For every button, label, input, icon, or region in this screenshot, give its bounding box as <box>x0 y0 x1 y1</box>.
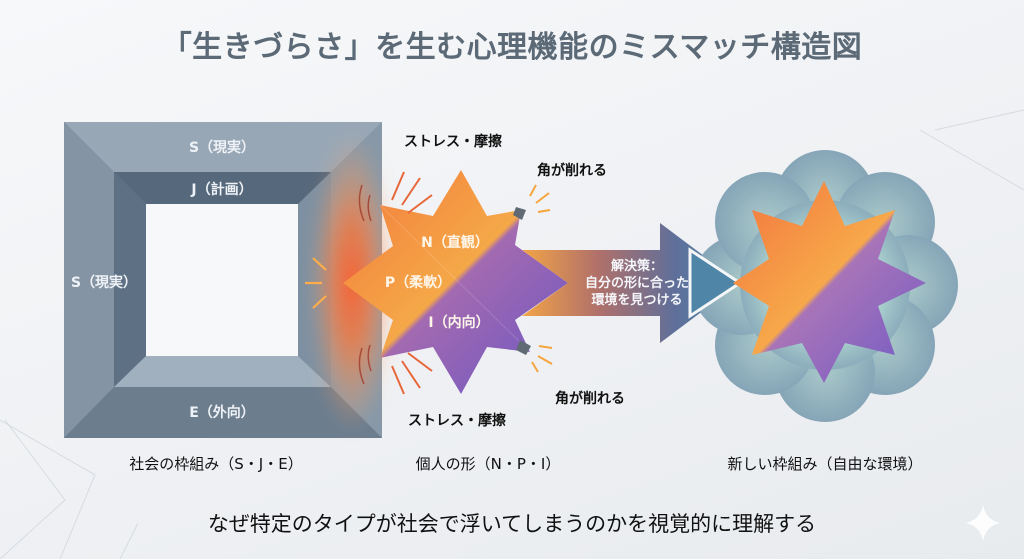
chip-marks-bottom <box>516 340 553 373</box>
diagram-subtitle: なぜ特定のタイプが社会で浮いてしまうのかを視覚的に理解する <box>207 512 817 536</box>
solution-line-2: 自分の形に合った <box>584 276 690 291</box>
stress-lines-bottom <box>391 352 433 395</box>
caption-individual: 個人の形（N・P・I） <box>415 455 561 473</box>
solution-arrow <box>522 223 740 343</box>
friction-marks <box>358 184 372 385</box>
arrow-tip-overlap <box>688 247 743 319</box>
corner-label-top: 角が削れる <box>537 163 607 179</box>
stress-lines-top <box>391 171 433 214</box>
background-lines <box>0 109 1024 559</box>
frame-left-label: S（現実） <box>70 275 138 291</box>
star-divider <box>379 204 531 353</box>
solution-line-1: 解決策： <box>610 259 664 274</box>
stress-label-top: ストレス・摩擦 <box>404 134 502 150</box>
chip-marks-top <box>513 184 551 220</box>
star-label-i: I（内向） <box>428 315 490 331</box>
spark-lines <box>305 257 327 309</box>
fitted-star <box>733 181 926 383</box>
star-label-p: P（柔軟） <box>384 275 452 291</box>
frame-top-label: S（現実） <box>188 140 256 156</box>
sparkle-icon <box>966 505 1000 541</box>
frame-bottom-label: E（外向） <box>189 405 255 421</box>
caption-social-frame: 社会の枠組み（S・J・E） <box>129 455 303 473</box>
stress-label-bottom: ストレス・摩擦 <box>408 413 506 429</box>
corner-label-bottom: 角が削れる <box>555 391 625 407</box>
caption-new-frame: 新しい枠組み（自由な環境） <box>727 455 923 473</box>
frame-inner-label: J（計画） <box>191 182 253 198</box>
individual-star <box>343 170 568 394</box>
star-label-n: N（直観） <box>421 235 489 251</box>
solution-line-3: 環境を見つける <box>591 293 683 308</box>
diagram-title: 「生きづらさ」を生む心理機能のミスマッチ構造図 <box>161 30 863 65</box>
solution-text: 解決策： 自分の形に合った 環境を見つける <box>585 258 689 309</box>
